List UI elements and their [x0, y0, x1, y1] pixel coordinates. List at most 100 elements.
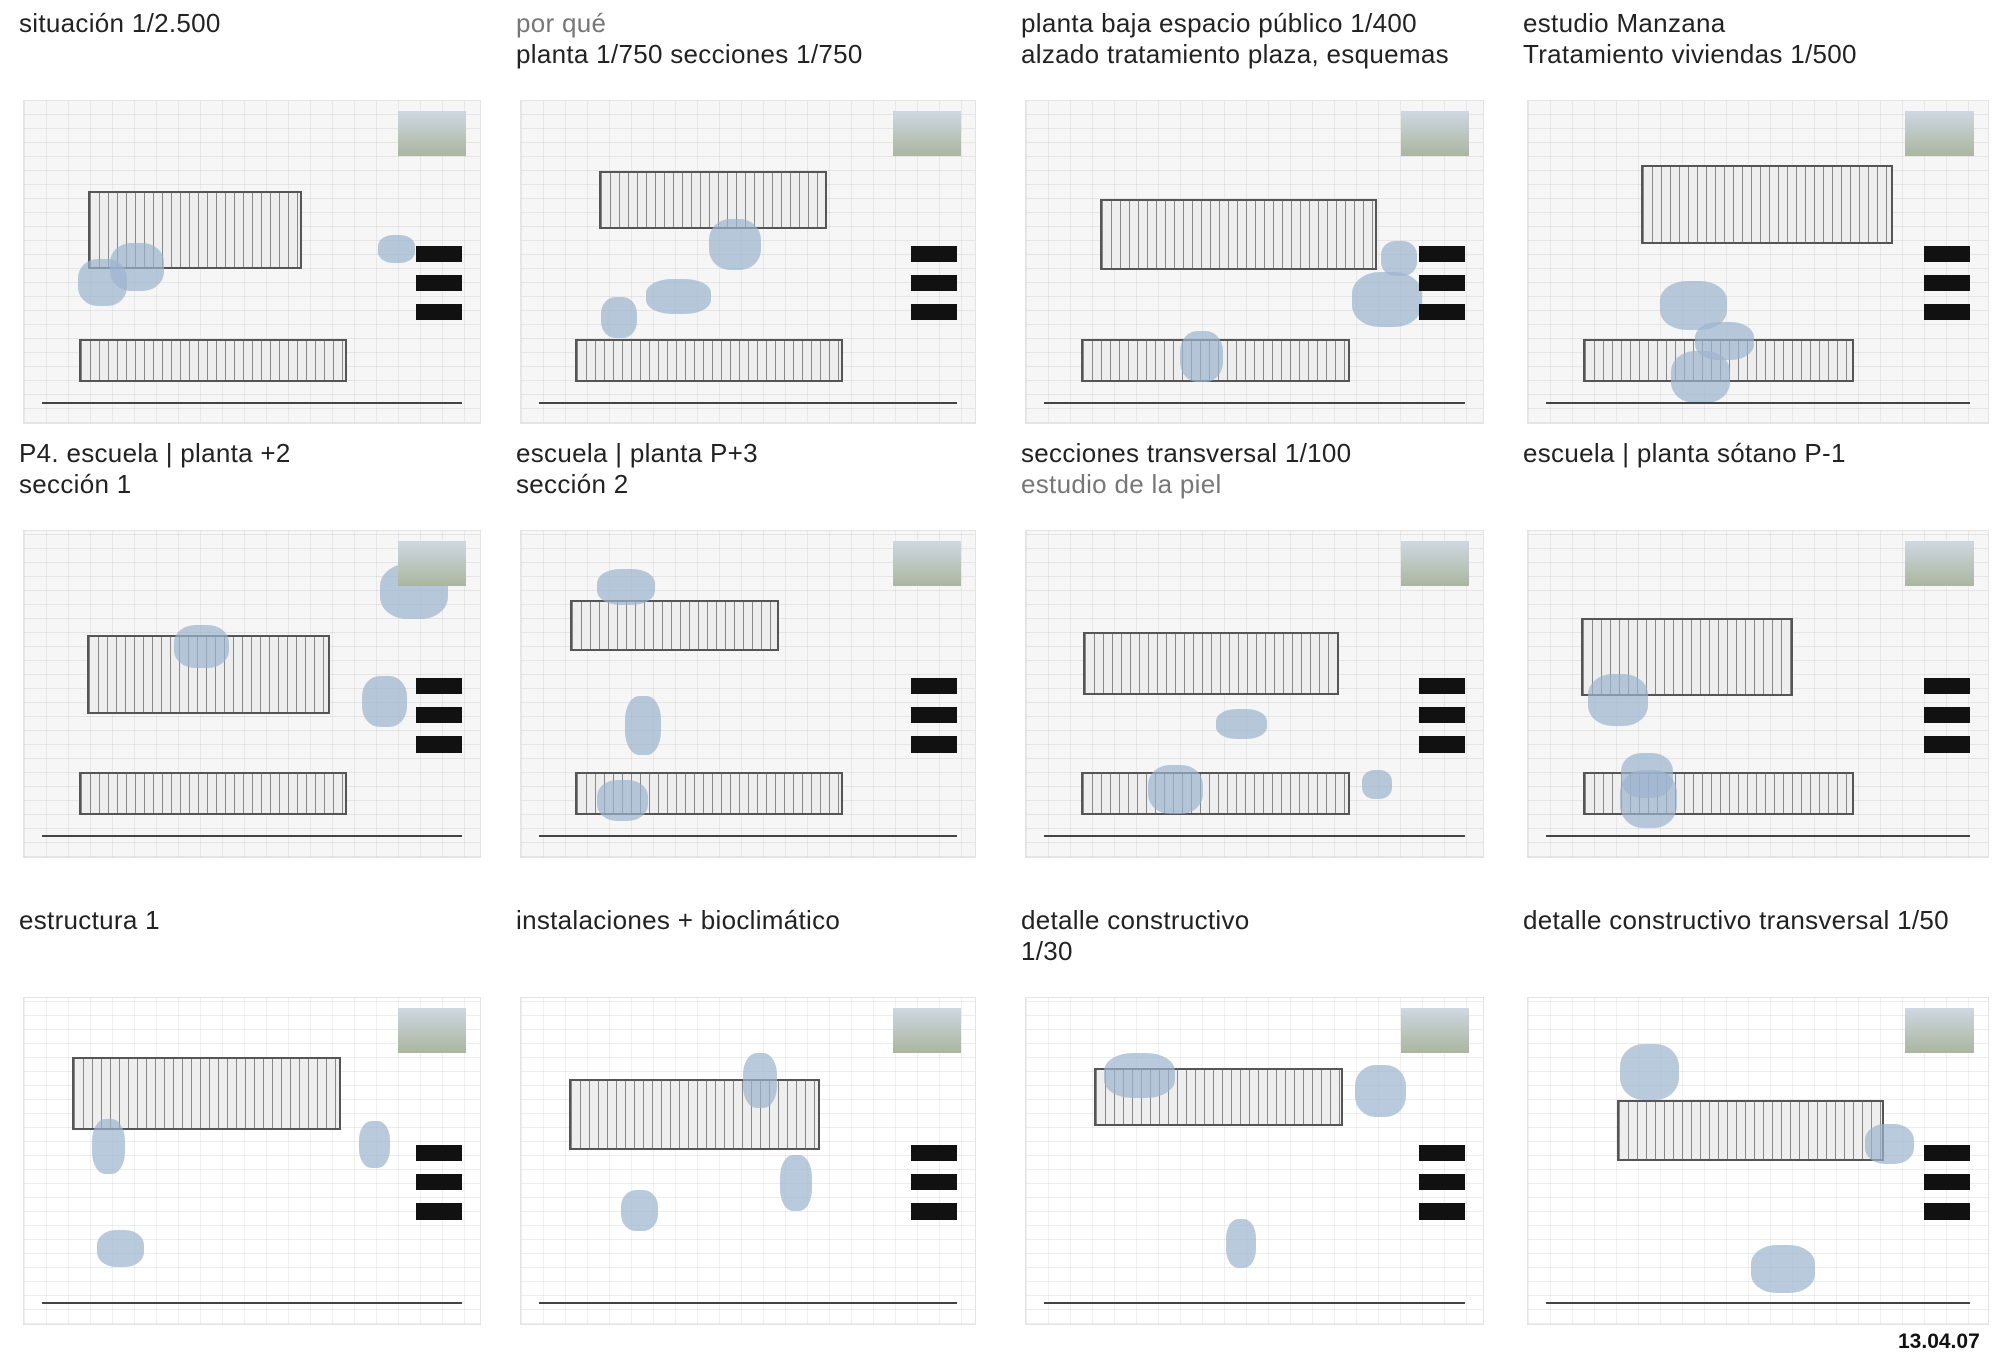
text-block — [1923, 245, 1970, 262]
render-thumbnail — [1905, 1007, 1975, 1054]
building-plan — [598, 171, 827, 230]
sheet-title: escuela | planta sótano P-1 — [1523, 438, 1846, 469]
vegetation-mark — [1587, 674, 1649, 727]
sheet-title-line: estructura 1 — [19, 905, 160, 935]
building-section — [1080, 772, 1350, 816]
title-strip — [1546, 401, 1970, 404]
vegetation-mark — [1361, 770, 1393, 799]
title-strip — [42, 835, 462, 838]
text-block — [416, 1144, 462, 1161]
building-plan — [1083, 632, 1340, 696]
text-block — [416, 245, 462, 262]
vegetation-mark — [1620, 1043, 1680, 1100]
building-section — [78, 339, 348, 382]
sheet-drawing — [520, 100, 976, 424]
building-section — [78, 772, 348, 816]
render-thumbnail — [893, 1007, 962, 1054]
render-thumbnail — [1400, 1007, 1470, 1054]
sheet-title: estructura 1 — [19, 905, 160, 936]
sheet-title-line: escuela | planta P+3 — [516, 438, 758, 468]
render-thumbnail — [893, 540, 962, 587]
text-block — [1419, 707, 1465, 724]
sheet-title-line: detalle constructivo — [1021, 905, 1250, 935]
sheet-title-line: planta baja espacio público 1/400 — [1021, 8, 1417, 38]
render-thumbnail — [397, 1007, 467, 1054]
vegetation-mark — [1750, 1245, 1816, 1293]
render-thumbnail — [893, 110, 962, 156]
title-strip — [42, 401, 462, 404]
render-thumbnail — [397, 110, 467, 156]
text-block — [911, 274, 957, 291]
sheet-title-line: sección 2 — [516, 469, 629, 499]
text-block — [416, 1174, 462, 1191]
text-block — [1923, 677, 1970, 694]
sheet-title-line: Tratamiento viviendas 1/500 — [1523, 39, 1857, 69]
render-thumbnail — [1905, 110, 1975, 156]
text-block — [1419, 1174, 1465, 1191]
title-strip — [1044, 401, 1465, 404]
sheet-title-line: detalle constructivo transversal 1/50 — [1523, 905, 1949, 935]
sheet-title-line: por qué — [516, 8, 607, 38]
text-block — [416, 736, 462, 753]
text-block — [911, 303, 957, 320]
title-strip — [42, 1302, 462, 1305]
sheet-drawing — [23, 997, 481, 1325]
vegetation-mark — [601, 296, 638, 339]
sheet-drawing — [23, 100, 481, 424]
text-block — [1923, 1174, 1970, 1191]
sheet-title-line: instalaciones + bioclimático — [516, 905, 841, 935]
vegetation-mark — [624, 696, 661, 755]
render-thumbnail — [1400, 110, 1470, 156]
date-label: 13.04.07 — [1898, 1330, 1980, 1353]
text-block — [416, 1203, 462, 1220]
building-plan — [1616, 1099, 1884, 1162]
title-strip — [1044, 1302, 1465, 1305]
text-block — [416, 677, 462, 694]
vegetation-mark — [708, 218, 762, 271]
text-block — [1923, 736, 1970, 753]
sheet-title-line: secciones transversal 1/100 — [1021, 438, 1352, 468]
title-strip — [539, 835, 957, 838]
text-block — [911, 707, 957, 724]
vegetation-mark — [1180, 330, 1224, 382]
vegetation-mark — [361, 676, 407, 728]
sheet-title-line: situación 1/2.500 — [19, 8, 221, 38]
sheet-drawing — [1025, 100, 1484, 424]
sheet-drawing — [1025, 530, 1484, 858]
text-block — [1419, 1203, 1465, 1220]
title-strip — [1546, 1302, 1970, 1305]
render-thumbnail — [1400, 540, 1470, 587]
vegetation-mark — [92, 1119, 126, 1175]
vegetation-mark — [1148, 764, 1203, 815]
sheet-drawing — [520, 997, 976, 1325]
vegetation-mark — [597, 569, 655, 605]
title-strip — [539, 1302, 957, 1305]
title-strip — [539, 401, 957, 404]
title-strip — [1546, 835, 1970, 838]
sheet-drawing — [520, 530, 976, 858]
text-block — [1419, 736, 1465, 753]
sheet-title-line: alzado tratamiento plaza, esquemas — [1021, 39, 1449, 69]
text-block — [911, 736, 957, 753]
sheet-title-line: estudio Manzana — [1523, 8, 1726, 38]
building-plan — [570, 600, 780, 651]
text-block — [1923, 303, 1970, 320]
vegetation-mark — [597, 780, 649, 822]
text-block — [1419, 303, 1465, 320]
vegetation-mark — [1354, 1064, 1407, 1118]
sheet-title-line: 1/30 — [1021, 936, 1073, 966]
vegetation-mark — [1380, 241, 1417, 276]
sheet-drawing — [1527, 997, 1989, 1325]
text-block — [1419, 1144, 1465, 1161]
text-block — [911, 1144, 957, 1161]
vegetation-mark — [742, 1053, 778, 1108]
sheet-drawing — [23, 530, 481, 858]
vegetation-mark — [1620, 770, 1678, 828]
sheet-title: detalle constructivo transversal 1/50 — [1523, 905, 1949, 936]
vegetation-mark — [621, 1190, 659, 1232]
sheet-title-line: planta 1/750 secciones 1/750 — [516, 39, 863, 69]
